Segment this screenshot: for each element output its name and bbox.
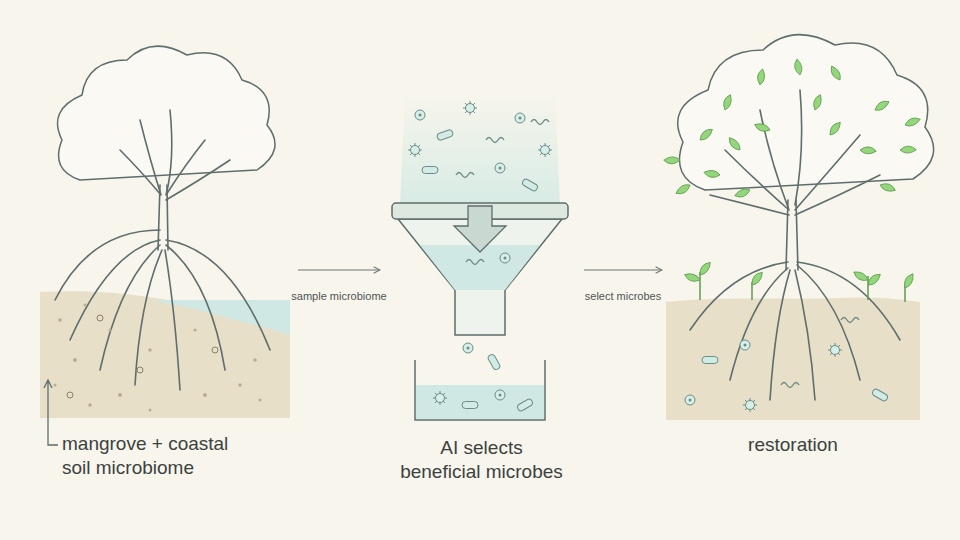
caption-group: mangrove + coastal soil microbiome [62, 432, 252, 480]
caption-group: AI selects beneficial microbes [399, 436, 564, 484]
flow-arrow [584, 269, 662, 270]
arrow-label: sample microbiome [291, 289, 386, 303]
microbiome-panel: mangrove + coastal soil microbiome [40, 30, 292, 480]
caption-group: restoration [666, 433, 920, 457]
funnel-panel [392, 95, 568, 420]
selection-panel: AI selects beneficial microbes [384, 30, 578, 480]
restoration-panel: restoration [666, 30, 920, 480]
panel-caption: restoration [666, 433, 920, 457]
panel-caption: AI selects beneficial microbes [399, 436, 564, 484]
panel-caption: mangrove + coastal soil microbiome [62, 432, 252, 480]
arrow-label: select microbes [585, 289, 661, 303]
restoration-panel [663, 35, 933, 420]
mangrove-panel [40, 46, 290, 445]
flow-arrow [298, 269, 380, 270]
